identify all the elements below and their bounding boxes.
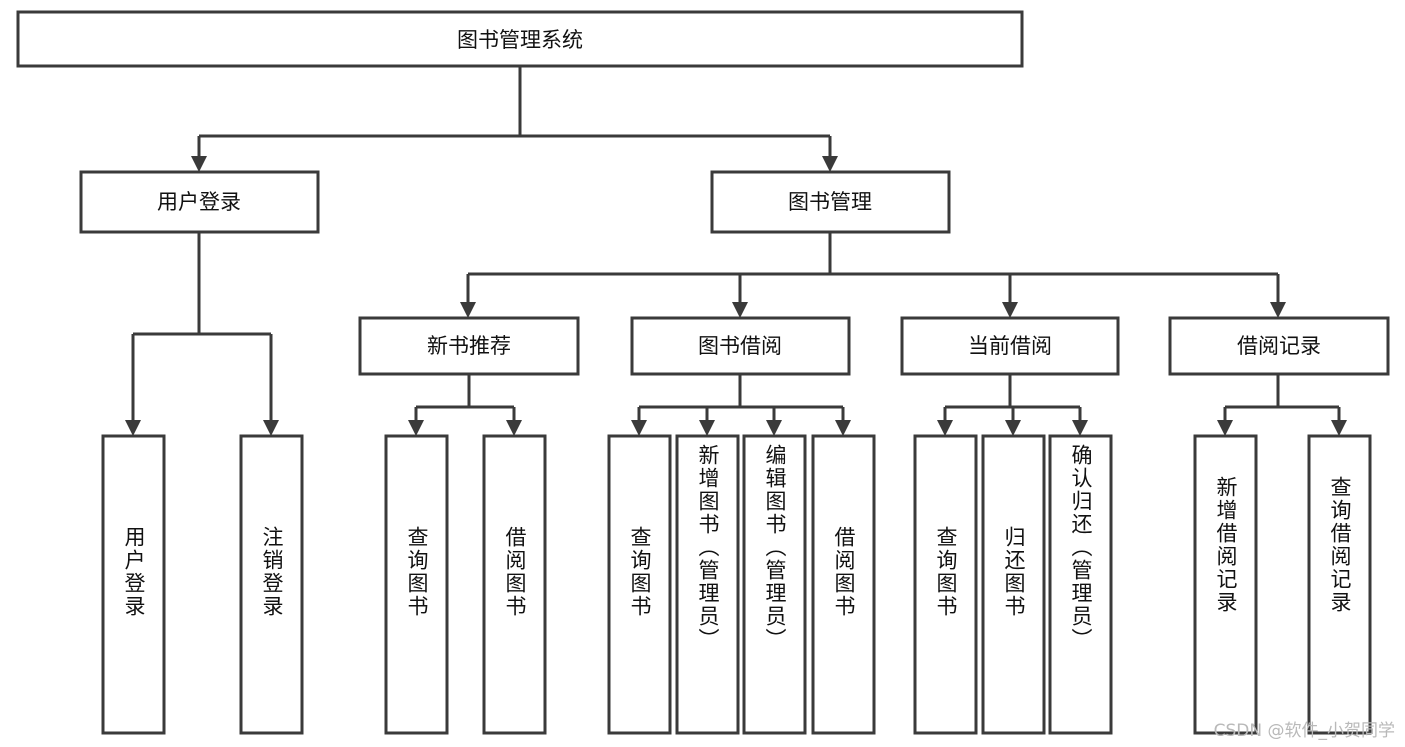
arrow-head-leaf-confirm-return xyxy=(1072,420,1088,436)
arrow-head-current-borrow xyxy=(1002,302,1018,318)
node-current-borrow-box[interactable] xyxy=(900,316,1120,376)
arrow-head-leaf-query-book-2 xyxy=(631,420,647,436)
node-root[interactable]: 图书管理系统 xyxy=(16,10,1024,68)
node-user-login[interactable]: 用户登录 xyxy=(79,170,320,234)
arrow-head-leaf-query-book-3 xyxy=(937,420,953,436)
node-leaf-logout-login-box[interactable] xyxy=(239,434,304,735)
arrow-head-leaf-add-book xyxy=(699,420,715,436)
node-leaf-borrow-book-1-box[interactable] xyxy=(482,434,547,735)
arrow-head-user-login xyxy=(191,156,207,172)
node-book-management-label: 图书管理 xyxy=(788,190,872,214)
node-leaf-edit-book-box[interactable] xyxy=(742,434,807,735)
node-book-borrow-label: 图书借阅 xyxy=(698,334,782,358)
node-root-box[interactable] xyxy=(16,10,1024,68)
node-leaf-query-book-3-box[interactable] xyxy=(913,434,978,735)
node-current-borrow-label: 当前借阅 xyxy=(968,334,1052,358)
node-book-borrow-box[interactable] xyxy=(630,316,851,376)
node-borrow-record-box[interactable] xyxy=(1168,316,1390,376)
node-user-login-box[interactable] xyxy=(79,170,320,234)
node-user-login-label: 用户登录 xyxy=(157,190,241,214)
node-root-label: 图书管理系统 xyxy=(457,28,583,52)
arrow-head-leaf-query-record xyxy=(1331,420,1347,436)
node-book-borrow[interactable]: 图书借阅 xyxy=(630,316,851,376)
arrow-head-leaf-query-book-1 xyxy=(408,420,424,436)
node-borrow-record-label: 借阅记录 xyxy=(1237,334,1321,358)
node-leaf-borrow-book-2-box[interactable] xyxy=(811,434,876,735)
node-new-book-recommend-box[interactable] xyxy=(358,316,580,376)
arrow-head-leaf-user-login xyxy=(125,420,141,436)
node-borrow-record[interactable]: 借阅记录 xyxy=(1168,316,1390,376)
node-leaf-confirm-return-box[interactable] xyxy=(1048,434,1113,735)
node-leaf-query-record-box[interactable] xyxy=(1307,434,1372,735)
node-new-book-recommend-label: 新书推荐 xyxy=(427,334,511,358)
arrow-head-leaf-borrow-book-2 xyxy=(835,420,851,436)
arrow-head-new-book-recommend xyxy=(460,302,476,318)
arrow-head-borrow-record xyxy=(1270,302,1286,318)
arrow-head-leaf-borrow-book-1 xyxy=(506,420,522,436)
connector-group xyxy=(125,66,1347,436)
arrow-head-book-borrow xyxy=(732,302,748,318)
node-book-management-box[interactable] xyxy=(710,170,951,234)
node-leaf-add-record-box[interactable] xyxy=(1193,434,1258,735)
arrow-head-leaf-add-record xyxy=(1217,420,1233,436)
node-leaf-query-book-2-box[interactable] xyxy=(607,434,672,735)
arrow-head-book-mgmt xyxy=(822,156,838,172)
arrow-head-leaf-logout-login xyxy=(263,420,279,436)
node-leaf-add-book-box[interactable] xyxy=(675,434,740,735)
node-current-borrow[interactable]: 当前借阅 xyxy=(900,316,1120,376)
node-new-book-recommend[interactable]: 新书推荐 xyxy=(358,316,580,376)
arrow-head-leaf-return-book xyxy=(1005,420,1021,436)
node-book-management[interactable]: 图书管理 xyxy=(710,170,951,234)
arrow-head-leaf-edit-book xyxy=(766,420,782,436)
node-leaf-query-book-1-box[interactable] xyxy=(384,434,449,735)
node-leaf-user-login-box[interactable] xyxy=(101,434,166,735)
node-leaf-return-book-box[interactable] xyxy=(981,434,1046,735)
